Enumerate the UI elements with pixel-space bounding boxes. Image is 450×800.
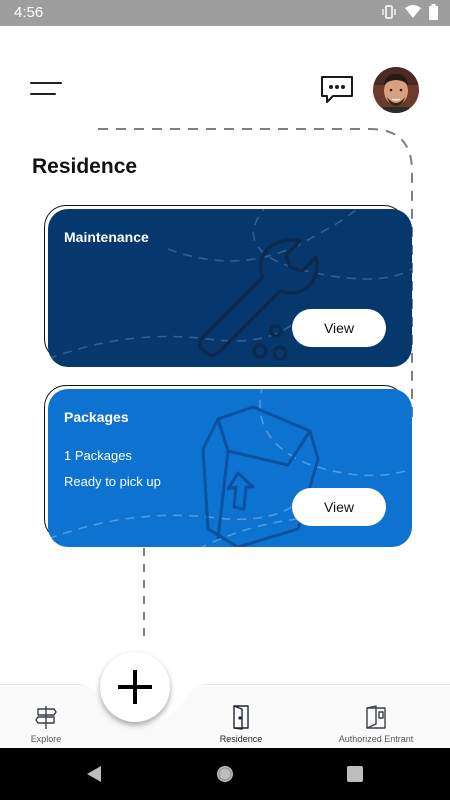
status-bar: 4:56 <box>0 0 450 26</box>
chat-bubble-icon[interactable] <box>320 74 354 106</box>
nav-label-authorized-entrant: Authorized Entrant <box>338 734 414 744</box>
door-icon <box>233 705 249 730</box>
packages-card[interactable]: Packages 1 Packages Ready to pick up Vie… <box>44 385 412 547</box>
maintenance-card-title: Maintenance <box>64 229 149 245</box>
back-triangle-icon[interactable] <box>84 764 104 784</box>
entrance-door-icon <box>366 705 386 729</box>
nav-item-residence[interactable]: Residence <box>210 685 272 749</box>
nav-item-authorized-entrant[interactable]: Authorized Entrant <box>330 685 422 749</box>
package-box-icon <box>48 389 412 547</box>
packages-card-body: Packages 1 Packages Ready to pick up Vie… <box>48 389 412 547</box>
wrench-icon <box>48 209 412 361</box>
battery-icon <box>429 4 438 20</box>
nav-label-residence: Residence <box>219 734 263 744</box>
packages-card-title: Packages <box>64 409 129 425</box>
nav-item-explore[interactable]: Explore <box>18 685 74 749</box>
home-circle-icon[interactable] <box>215 764 235 784</box>
vibrate-icon <box>382 5 396 19</box>
signpost-icon <box>35 706 57 729</box>
plus-icon <box>118 670 152 704</box>
maintenance-view-button[interactable]: View <box>292 309 386 347</box>
maintenance-card[interactable]: Maintenance View <box>44 205 412 367</box>
packages-status: Ready to pick up <box>64 474 161 489</box>
packages-view-button[interactable]: View <box>292 488 386 526</box>
wifi-icon <box>405 5 421 18</box>
user-avatar-image <box>373 67 419 113</box>
bottom-navigation: Explore Residence Authorized Entrant <box>0 684 450 748</box>
page-title: Residence <box>32 155 138 178</box>
add-fab-button[interactable] <box>100 652 170 722</box>
recents-square-icon[interactable] <box>345 764 365 784</box>
hamburger-menu-icon[interactable] <box>30 80 64 98</box>
status-icons <box>381 4 438 20</box>
nav-label-explore: Explore <box>30 734 62 744</box>
system-navigation-bar <box>0 748 450 800</box>
maintenance-card-body: Maintenance View <box>48 209 412 367</box>
avatar[interactable] <box>373 67 419 113</box>
status-time: 4:56 <box>14 4 44 21</box>
packages-count: 1 Packages <box>64 448 132 463</box>
